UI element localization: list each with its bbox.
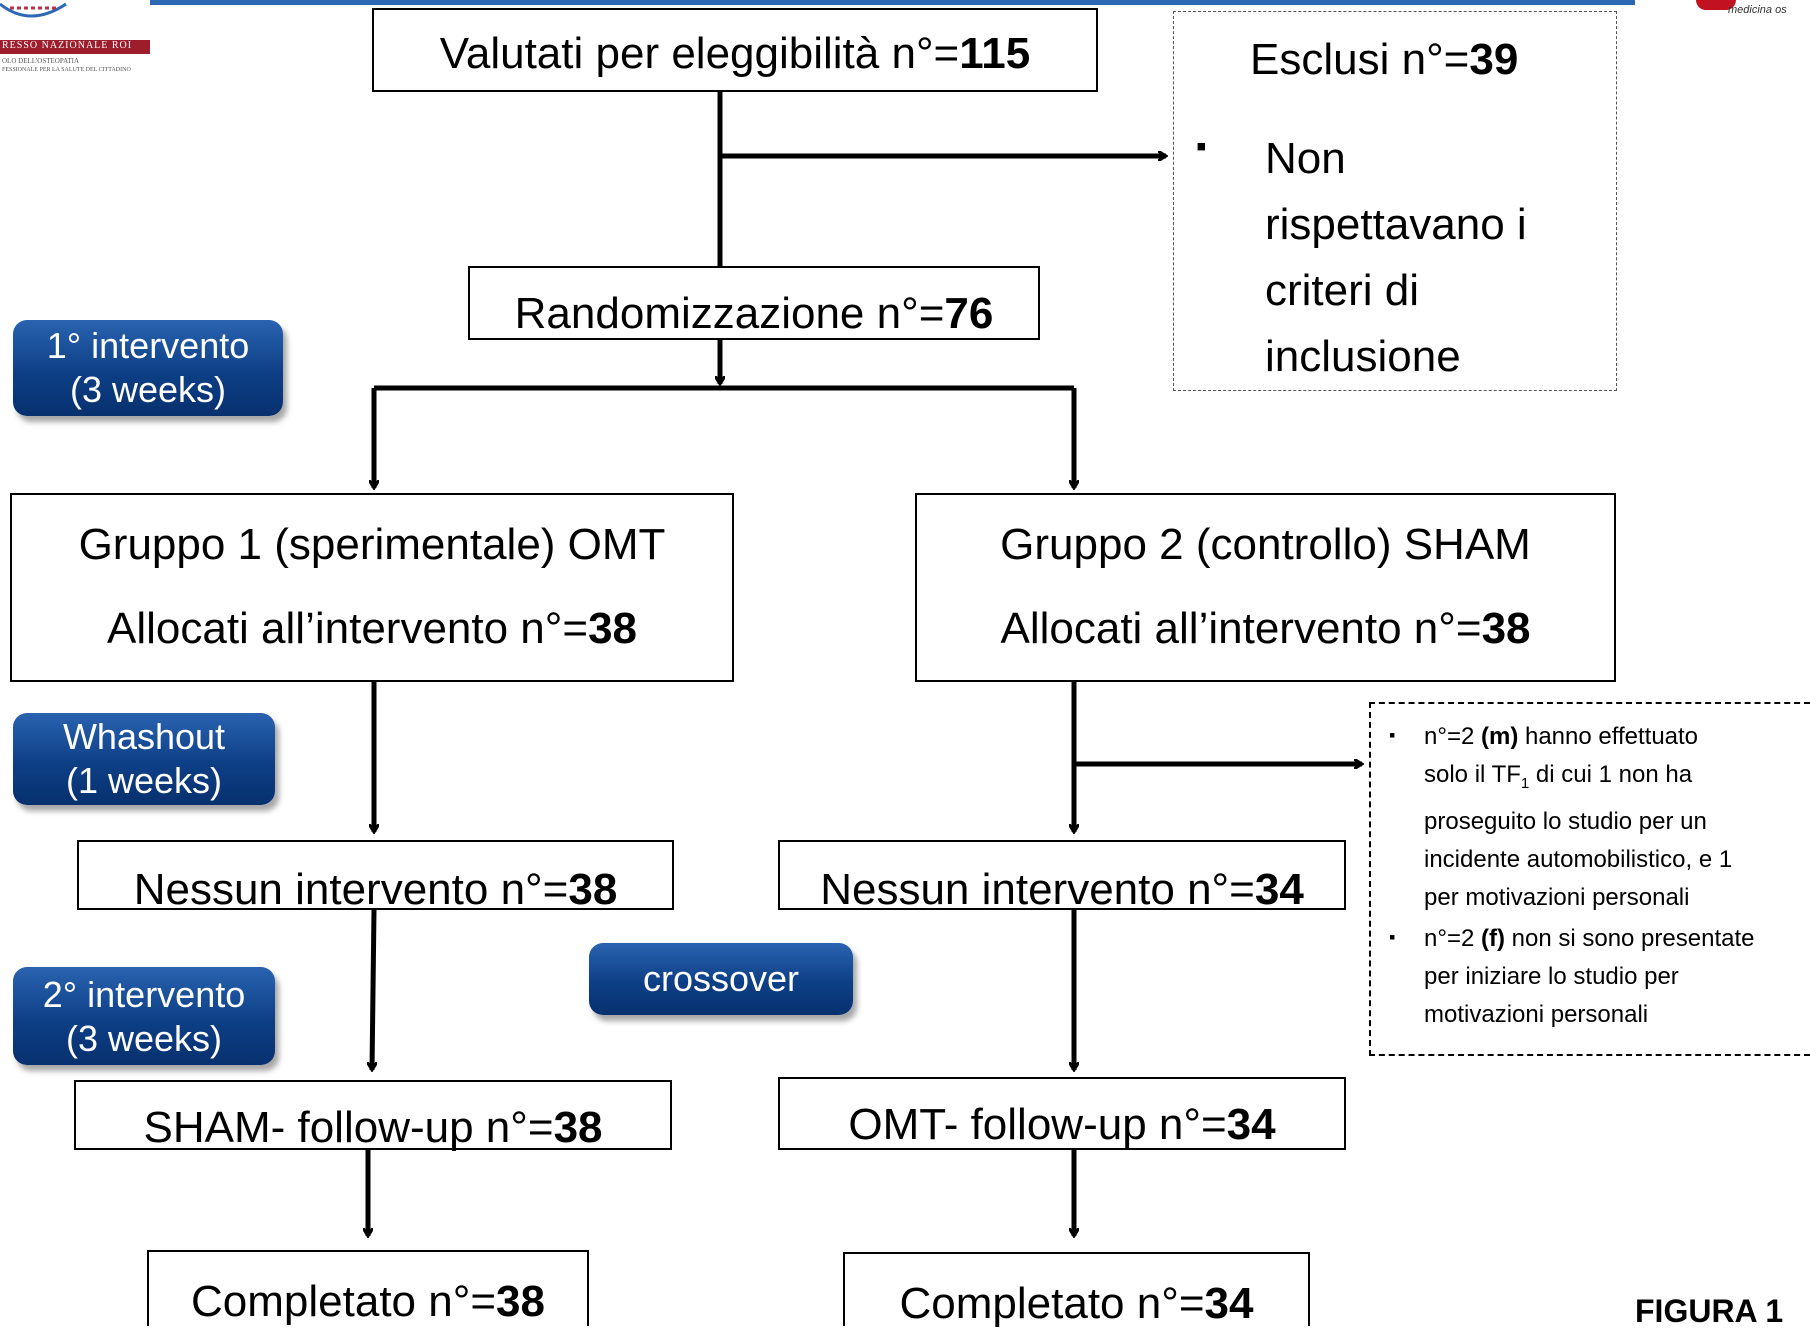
pill-crossover-label: crossover (642, 958, 800, 999)
dropout-item1: n°=2 (m) hanno effettuato solo il TF1 di… (1424, 718, 1732, 917)
nessun2-count: 34 (1254, 865, 1304, 914)
gruppo1-alloc-count: 38 (588, 604, 638, 653)
nessun1-label: Nessun intervento n°= (133, 865, 569, 914)
gruppo2-alloc-count: 38 (1481, 604, 1531, 653)
dropout-item2-b: (f) (1480, 925, 1505, 952)
box-omt-followup: OMT- follow-up n°=34 (778, 1077, 1346, 1150)
completato1-label: Completato n°= (191, 1277, 497, 1326)
logo-right: medicina os (1690, 0, 1810, 22)
logo-line1: RESSO NAZIONALE ROI (2, 40, 133, 51)
esclusi-label: Esclusi n°= (1250, 35, 1470, 84)
esclusi-bullet: ▪ (1196, 130, 1207, 163)
header-rule (150, 0, 1635, 5)
gruppo1-alloc: Allocati all’intervento n°=38 (12, 607, 732, 651)
dropout-item2-line1: per iniziare lo studio per (1424, 963, 1679, 990)
box-esclusi: Esclusi n°=39 ▪ Non rispettavano i crite… (1173, 11, 1617, 391)
figure-label: FIGURA 1 (1635, 1293, 1784, 1329)
logo-right-swoosh-icon (1696, 0, 1736, 10)
dropout-item1-c: hanno effettuato (1518, 723, 1699, 750)
omt-followup-count: 34 (1226, 1100, 1276, 1149)
gruppo1-alloc-label: Allocati all’intervento n°= (106, 604, 589, 653)
gruppo2-alloc: Allocati all’intervento n°=38 (917, 607, 1614, 651)
logo-left: RESSO NAZIONALE ROI OLO DELL'OSTEOPATIA … (0, 0, 150, 80)
pill-crossover: crossover (589, 943, 853, 1015)
dropout-bullet-1: ▪ (1389, 725, 1396, 745)
arrow-nessun1-shamfu (372, 909, 374, 1070)
box-sham-followup: SHAM- follow-up n°=38 (74, 1080, 672, 1150)
pill-intervento1: 1° intervento (3 weeks) (13, 320, 283, 416)
box-completato1: Completato n°=38 (147, 1250, 589, 1326)
dropout-item1-line1: proseguito lo studio per un (1424, 807, 1707, 835)
dropout-item2-c: non si sono presentate (1504, 925, 1755, 952)
pill-intervento2: 2° intervento (3 weeks) (13, 967, 275, 1065)
box-gruppo1: Gruppo 1 (sperimentale) OMT Allocati all… (10, 493, 734, 682)
esclusi-line-2: rispettavano i (1265, 200, 1527, 249)
pill-washout-line2: (1 weeks) (65, 760, 223, 801)
esclusi-line-3: criteri di (1265, 266, 1420, 315)
logo-right-text: medicina os (1728, 4, 1787, 16)
pill-intervento2-line1: 2° intervento (42, 974, 246, 1015)
dropout-bullet-2: ▪ (1389, 927, 1396, 947)
dropout-item2-a: n°=2 (1424, 925, 1481, 952)
gruppo2-alloc-label: Allocati all’intervento n°= (1000, 604, 1482, 653)
dropout-item1-a: n°=2 (1424, 723, 1481, 750)
gruppo2-title: Gruppo 2 (controllo) SHAM (1000, 520, 1531, 569)
dropout-item1-line2: incidente automobilistico, e 1 (1424, 845, 1733, 873)
sham-followup-count: 38 (553, 1103, 603, 1152)
logo-emblem-icon (0, 2, 67, 18)
logo-line3: FESSIONALE PER LA SALUTE DEL CITTADINO (2, 67, 131, 73)
randomizzazione-label: Randomizzazione n°= (514, 289, 945, 338)
nessun2-label: Nessun intervento n°= (820, 865, 1255, 914)
box-dropout-note: ▪ n°=2 (m) hanno effettuato solo il TF1 … (1369, 702, 1810, 1056)
dropout-item1-e: di cui 1 non ha (1529, 761, 1693, 788)
box-nessun2: Nessun intervento n°=34 (778, 840, 1346, 912)
dropout-item1-sub: 1 (1520, 774, 1530, 792)
esclusi-line-4: inclusione (1265, 332, 1461, 381)
pill-intervento1-line1: 1° intervento (46, 325, 250, 366)
logo-line2: OLO DELL'OSTEOPATIA (2, 57, 80, 65)
nessun1-count: 38 (568, 865, 618, 914)
dropout-item1-d: solo il TF (1424, 761, 1521, 788)
pill-intervento2-line2: (3 weeks) (65, 1018, 223, 1059)
box-completato2: Completato n°=34 (843, 1252, 1310, 1326)
randomizzazione-count: 76 (944, 289, 994, 338)
omt-followup-label: OMT- follow-up n°= (848, 1100, 1227, 1149)
completato1-count: 38 (496, 1277, 545, 1326)
pill-washout: Whashout (1 weeks) (13, 713, 275, 805)
sham-followup-label: SHAM- follow-up n°= (143, 1103, 554, 1152)
dropout-item1-line3: per motivazioni personali (1424, 883, 1690, 911)
esclusi-title: Esclusi n°=39 (1250, 38, 1518, 82)
dropout-item1-b: (m) (1480, 723, 1519, 750)
valutati-label: Valutati per eleggibilità n°= (439, 29, 960, 78)
box-randomizzazione: Randomizzazione n°=76 (468, 266, 1040, 340)
box-nessun1: Nessun intervento n°=38 (77, 840, 674, 912)
dropout-item2: n°=2 (f) non si sono presentate per iniz… (1424, 920, 1754, 1034)
box-valutati: Valutati per eleggibilità n°=115 (372, 8, 1098, 92)
pill-intervento1-line2: (3 weeks) (69, 369, 227, 410)
dropout-item2-line2: motivazioni personali (1424, 1001, 1649, 1028)
completato2-label: Completato n°= (899, 1279, 1205, 1328)
esclusi-count: 39 (1469, 35, 1519, 84)
box-gruppo2: Gruppo 2 (controllo) SHAM Allocati all’i… (915, 493, 1616, 682)
valutati-count: 115 (959, 29, 1031, 78)
logo-band: RESSO NAZIONALE ROI (0, 40, 150, 54)
gruppo1-title: Gruppo 1 (sperimentale) OMT (78, 520, 666, 569)
esclusi-line-1: Non (1265, 134, 1346, 183)
pill-washout-line1: Whashout (62, 716, 226, 757)
completato2-count: 34 (1204, 1279, 1254, 1328)
